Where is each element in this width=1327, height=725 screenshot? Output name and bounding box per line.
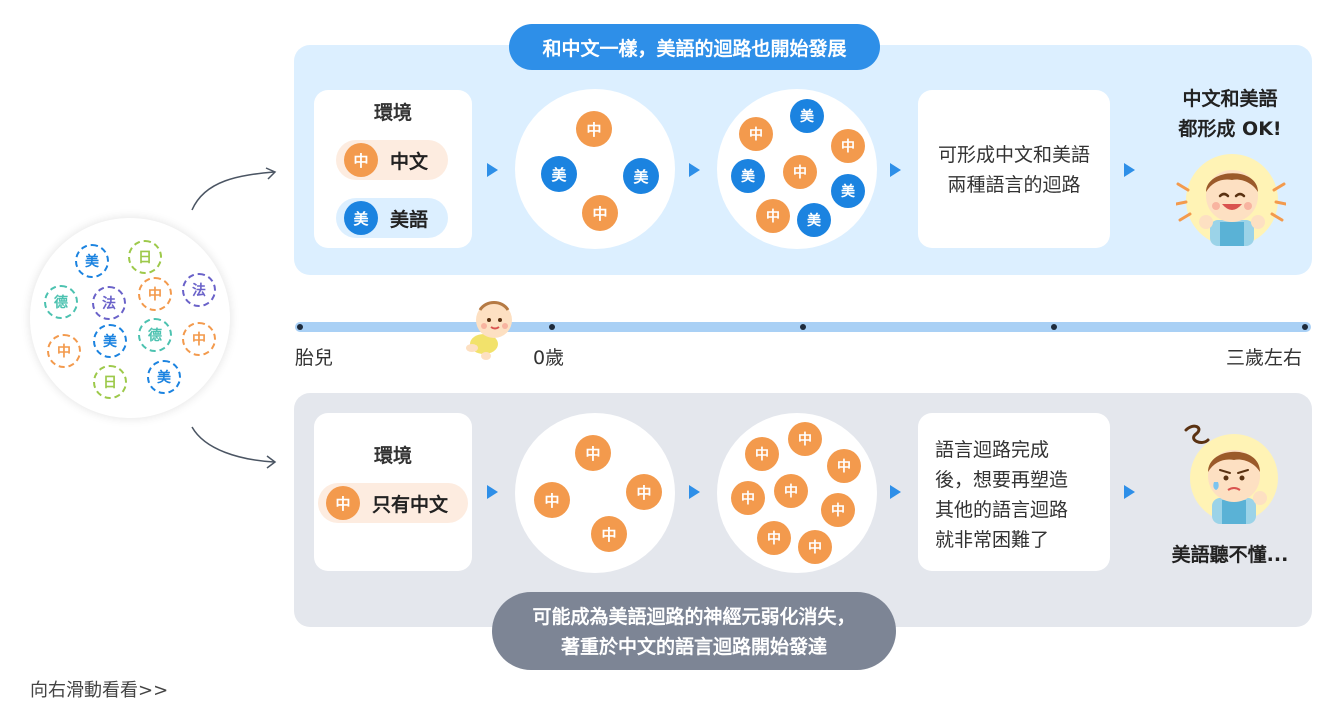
timeline-tick (1302, 324, 1308, 330)
bottom-banner-line-1: 可能成為美語迴路的神經元弱化消失， (532, 606, 856, 628)
env-title: 環境 (373, 445, 412, 467)
zh-dot: 中 (831, 129, 865, 163)
zh-dot: 中 (788, 422, 822, 456)
swipe-hint: 向右滑動看看>> (30, 680, 169, 701)
arrow-right-icon (1124, 163, 1135, 177)
token-zh: 中 (182, 322, 216, 356)
result-line-4: 就非常困難了 (935, 529, 1050, 551)
zh-dot: 中 (731, 481, 765, 515)
token-us: 美 (147, 360, 181, 394)
zh-dot: 中 (626, 474, 662, 510)
env-item-chinese-only: 中 只有中文 (318, 483, 468, 523)
en-dot: 美 (344, 201, 378, 235)
top-banner-text: 和中文一樣，美語的迴路也開始發展 (542, 37, 847, 60)
timeline-tick (297, 324, 303, 330)
result-line-3: 其他的語言迴路 (935, 499, 1069, 521)
top-env-card: 環境 中 中文 美 美語 (314, 90, 472, 248)
en-dot: 美 (731, 159, 765, 193)
top-circle-1: 中 美 美 中 (515, 89, 675, 249)
arrow-right-icon (487, 163, 498, 177)
bottom-env-card: 環境 中 只有中文 (314, 413, 472, 571)
timeline-tick (549, 324, 555, 330)
bottom-outcome: 美語聽不懂... (1171, 544, 1289, 566)
env-item-label: 中文 (390, 150, 429, 173)
branch-arrows (191, 167, 277, 469)
env-item-english: 美 美語 (336, 198, 448, 238)
zh-dot: 中 (739, 117, 773, 151)
timeline-label-fetus: 胎兒 (295, 347, 334, 369)
en-dot: 美 (541, 156, 577, 192)
en-dot: 美 (831, 174, 865, 208)
result-line-2: 後，想要再塑造 (935, 469, 1069, 491)
arrow-right-icon (689, 485, 700, 499)
top-circle-2: 美 中 中 美 中 美 中 美 (717, 89, 877, 249)
zh-dot: 中 (798, 530, 832, 564)
token-us: 美 (93, 324, 127, 358)
zh-dot: 中 (821, 493, 855, 527)
token-zh: 中 (138, 277, 172, 311)
baby-icon (466, 301, 512, 360)
timeline-label-age-zero: 0歲 (533, 347, 565, 369)
zh-dot: 中 (757, 521, 791, 555)
en-dot: 美 (623, 158, 659, 194)
confused-child-icon (1184, 424, 1278, 524)
result-line-1: 語言迴路完成 (935, 439, 1050, 461)
token-jp: 日 (128, 240, 162, 274)
top-banner: 和中文一樣，美語的迴路也開始發展 (509, 24, 880, 70)
top-outcome-line-1: 中文和美語 (1182, 88, 1278, 110)
token-zh: 中 (47, 334, 81, 368)
arrow-right-icon (1124, 485, 1135, 499)
zh-dot: 中 (575, 435, 611, 471)
bottom-banner-line-2: 著重於中文的語言迴路開始發達 (560, 636, 827, 658)
arrow-right-icon (487, 485, 498, 499)
timeline-tick (800, 324, 806, 330)
zh-dot: 中 (582, 195, 618, 231)
en-dot: 美 (797, 203, 831, 237)
token-us: 美 (75, 244, 109, 278)
bottom-result-card: 語言迴路完成 後，想要再塑造 其他的語言迴路 就非常困難了 (918, 413, 1110, 571)
env-title: 環境 (373, 102, 412, 124)
timeline-tick (1051, 324, 1057, 330)
zh-dot: 中 (591, 516, 627, 552)
arrow-right-icon (890, 163, 901, 177)
token-de: 德 (44, 285, 78, 319)
result-line-1: 可形成中文和美語 (937, 144, 1090, 166)
language-pool-circle: 美 日 德 法 中 法 中 美 德 中 日 美 (30, 218, 230, 418)
env-item-chinese: 中 中文 (336, 140, 448, 180)
zh-dot: 中 (534, 482, 570, 518)
zh-dot: 中 (827, 449, 861, 483)
top-outcome-line-2: 都形成 OK! (1178, 118, 1282, 140)
token-fr: 法 (92, 286, 126, 320)
en-dot: 美 (790, 99, 824, 133)
bottom-circle-2: 中 中 中 中 中 中 中 中 (717, 413, 877, 573)
zh-dot: 中 (326, 486, 360, 520)
zh-dot: 中 (745, 437, 779, 471)
env-item-label: 只有中文 (372, 493, 449, 516)
zh-dot: 中 (783, 155, 817, 189)
zh-dot: 中 (756, 199, 790, 233)
top-result-card: 可形成中文和美語 兩種語言的迴路 (918, 90, 1110, 248)
bottom-circle-1: 中 中 中 中 (515, 413, 675, 573)
token-de: 德 (138, 318, 172, 352)
env-item-label: 美語 (390, 208, 429, 231)
zh-dot: 中 (774, 474, 808, 508)
happy-child-icon (1176, 154, 1286, 246)
zh-dot: 中 (344, 143, 378, 177)
arrow-right-icon (689, 163, 700, 177)
arrow-right-icon (890, 485, 901, 499)
bottom-banner: 可能成為美語迴路的神經元弱化消失， 著重於中文的語言迴路開始發達 (492, 592, 896, 670)
zh-dot: 中 (576, 111, 612, 147)
token-fr: 法 (182, 273, 216, 307)
timeline-label-three: 三歲左右 (1226, 347, 1303, 369)
token-jp: 日 (93, 365, 127, 399)
result-line-2: 兩種語言的迴路 (947, 174, 1081, 196)
